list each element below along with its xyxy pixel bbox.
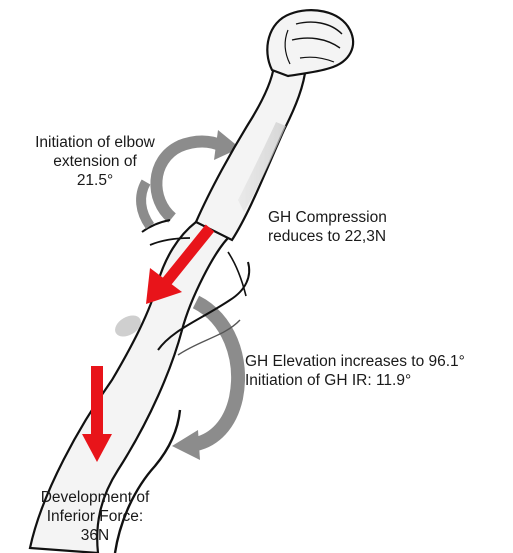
elbow-extension-label: Initiation of elbow extension of 21.5° <box>10 133 180 190</box>
arm-illustration-icon <box>30 10 353 553</box>
inferior-force-label: Development of Inferior Force: 36N <box>10 488 180 545</box>
gh-compression-label: GH Compression reduces to 22,3N <box>268 208 448 246</box>
gh-elevation-label: GH Elevation increases to 96.1° Initiati… <box>245 352 510 390</box>
